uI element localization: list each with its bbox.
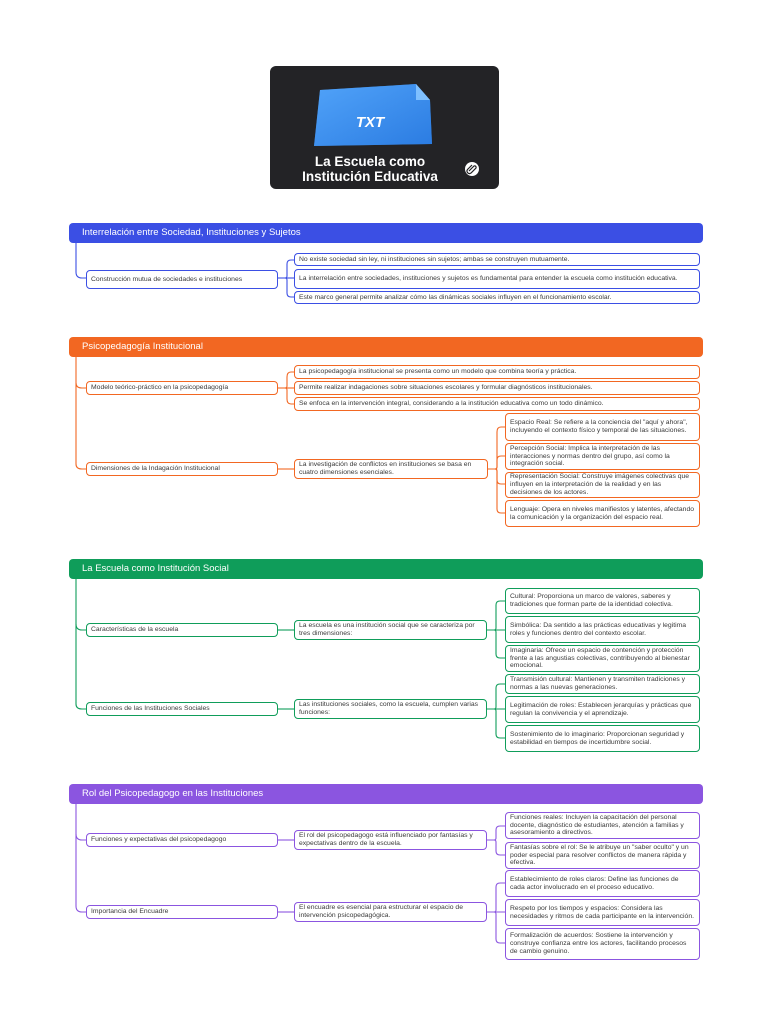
section-header: Psicopedagogía Institucional — [69, 337, 703, 357]
detail-node: La escuela es una institución social que… — [294, 620, 487, 640]
leaf-node: Sostenimiento de lo imaginario: Proporci… — [505, 725, 700, 752]
txt-icon-label: TXT — [356, 114, 386, 131]
detail-node: El rol del psicopedagogo está influencia… — [294, 830, 487, 850]
section-psicopedagogia: Psicopedagogía Institucional Modelo teór… — [0, 337, 768, 529]
section-header: Interrelación entre Sociedad, Institucio… — [69, 223, 703, 243]
leaf-node: Fantasías sobre el rol: Se le atribuye u… — [505, 842, 700, 869]
leaf-node: Representación Social: Construye imágene… — [505, 472, 700, 498]
concept-node: Dimensiones de la Indagación Institucion… — [86, 462, 278, 476]
leaf-node: Lenguaje: Opera en niveles manifiestos y… — [505, 500, 700, 527]
leaf-node: Respeto por los tiempos y espacios: Cons… — [505, 899, 700, 926]
paperclip-icon — [465, 162, 479, 176]
section-rol-psicopedagogo: Rol del Psicopedagogo en las Institucion… — [0, 784, 768, 964]
leaf-node: Simbólica: Da sentido a las prácticas ed… — [505, 616, 700, 643]
detail-node: El encuadre es esencial para estructurar… — [294, 902, 487, 922]
leaf-node: Espacio Real: Se refiere a la conciencia… — [505, 413, 700, 441]
detail-node: No existe sociedad sin ley, ni instituci… — [294, 253, 700, 266]
section-header: La Escuela como Institución Social — [69, 559, 703, 579]
leaf-node: Funciones reales: Incluyen la capacitaci… — [505, 812, 700, 839]
leaf-node: Establecimiento de roles claros: Define … — [505, 870, 700, 897]
page-title-line1: La Escuela como — [314, 154, 426, 169]
section-sociedad: Interrelación entre Sociedad, Institucio… — [0, 223, 768, 308]
detail-node: La investigación de conflictos en instit… — [294, 459, 488, 479]
concept-node: Funciones de las Instituciones Sociales — [86, 702, 278, 716]
leaf-node: Cultural: Proporciona un marco de valore… — [505, 588, 700, 614]
detail-node: La interrelación entre sociedades, insti… — [294, 269, 700, 289]
concept-node: Construcción mutua de sociedades e insti… — [86, 270, 278, 289]
concept-node: Características de la escuela — [86, 623, 278, 637]
leaf-node: Transmisión cultural: Mantienen y transm… — [505, 674, 700, 694]
detail-node: Las instituciones sociales, como la escu… — [294, 699, 487, 719]
concept-node: Importancia del Encuadre — [86, 905, 278, 919]
title-card: TXT La Escuela como Institución Educativ… — [270, 66, 499, 189]
detail-node: Permite realizar indagaciones sobre situ… — [294, 381, 700, 395]
txt-file-icon: TXT — [314, 84, 432, 146]
leaf-node: Formalización de acuerdos: Sostiene la i… — [505, 928, 700, 960]
detail-node: Este marco general permite analizar cómo… — [294, 291, 700, 304]
leaf-node: Percepción Social: Implica la interpreta… — [505, 443, 700, 470]
section-escuela-social: La Escuela como Institución Social Carac… — [0, 559, 768, 754]
section-header: Rol del Psicopedagogo en las Institucion… — [69, 784, 703, 804]
detail-node: La psicopedagogía institucional se prese… — [294, 365, 700, 379]
concept-node: Funciones y expectativas del psicopedago… — [86, 833, 278, 847]
detail-node: Se enfoca en la intervención integral, c… — [294, 397, 700, 411]
concept-node: Modelo teórico-práctico en la psicopedag… — [86, 381, 278, 395]
page-title: La Escuela como Institución Educativa — [270, 154, 470, 184]
page-title-line2: Institución Educativa — [302, 169, 438, 184]
leaf-node: Legitimación de roles: Establecen jerarq… — [505, 696, 700, 723]
leaf-node: Imaginaria: Ofrece un espacio de contenc… — [505, 645, 700, 672]
